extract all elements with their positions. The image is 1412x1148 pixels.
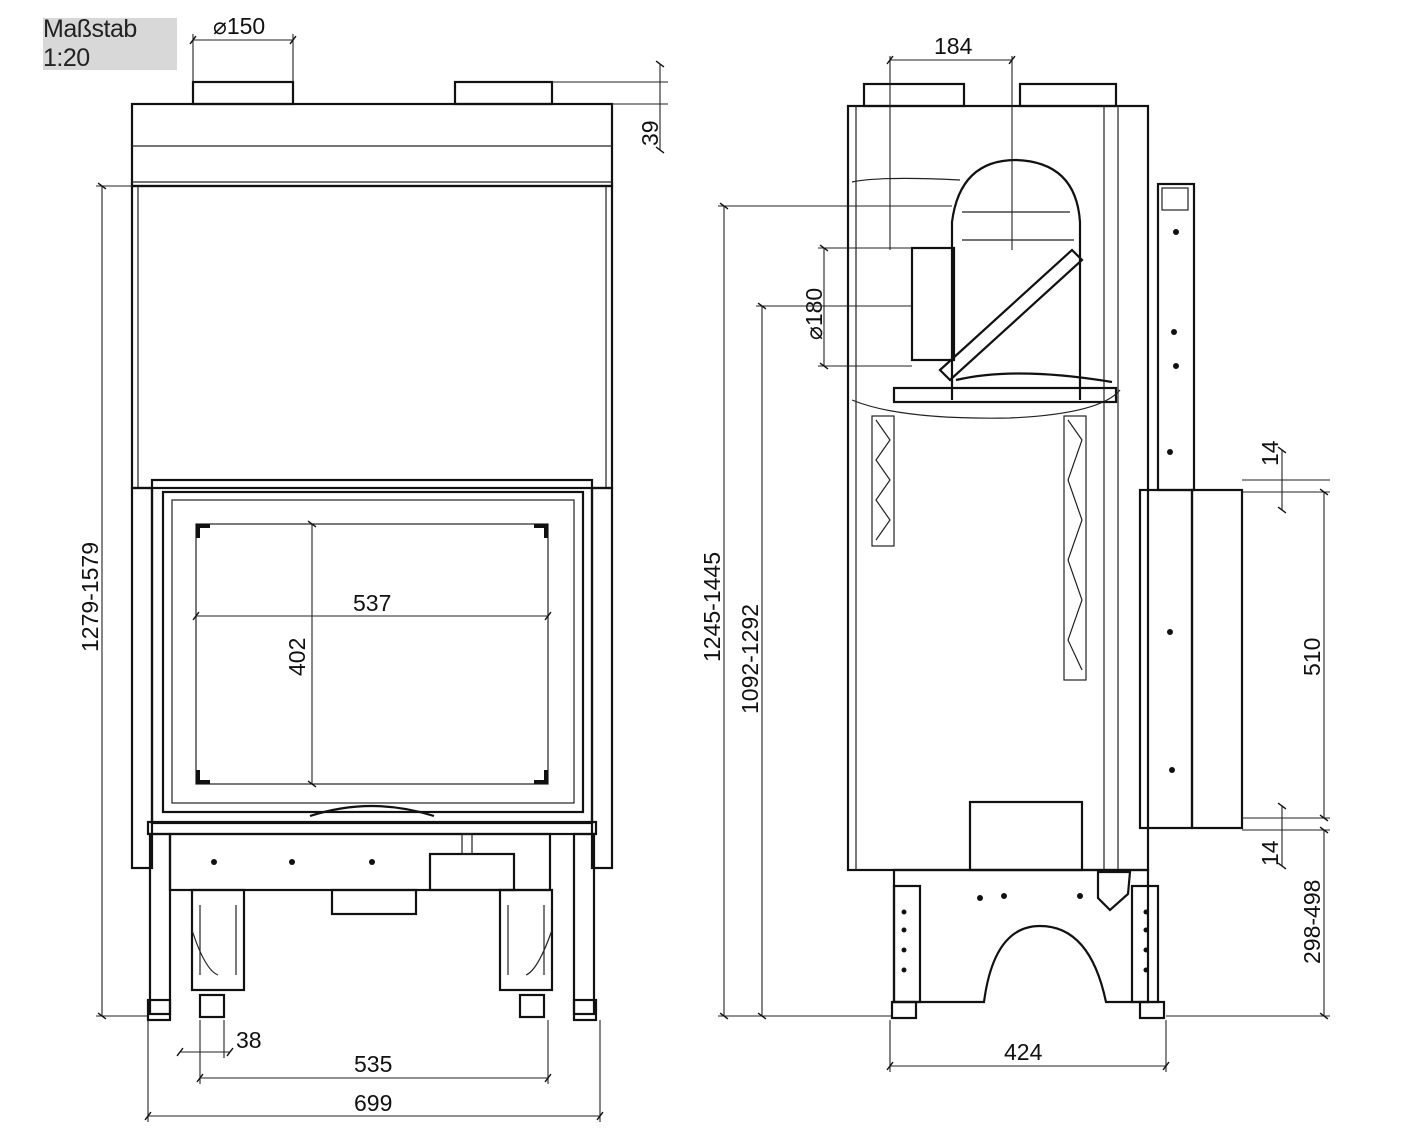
front-door-frame	[150, 478, 594, 825]
dim-glass-width: 537	[353, 590, 391, 616]
dim-base-height: 298-498	[1299, 880, 1325, 964]
dim-height-a: 1245-1445	[699, 552, 725, 662]
door-handle	[309, 804, 435, 818]
dim-glass-height: 402	[284, 638, 310, 676]
front-top-hood	[130, 102, 614, 188]
front-leg-left	[148, 832, 172, 1016]
front-leg-right	[572, 832, 596, 1016]
front-air-outlet	[453, 80, 554, 106]
dim-inner-width: 535	[354, 1051, 392, 1077]
dim-opening-height: 510	[1299, 638, 1325, 676]
dim-height-b: 1092-1292	[737, 604, 763, 714]
side-opening	[1190, 488, 1244, 830]
front-flue-outlet	[191, 80, 295, 106]
front-view: ⌀150 39 1279-1579 537 402 38 535 699	[77, 13, 668, 1122]
scale-label: Maßstab 1:20	[43, 15, 177, 72]
front-body	[130, 184, 614, 490]
dim-foot-spacing: 38	[236, 1027, 262, 1053]
dim-top-gap: 14	[1257, 440, 1283, 466]
dim-flue-diameter: ⌀150	[213, 13, 265, 39]
dim-flue-offset: 184	[934, 33, 973, 59]
dim-bottom-gap: 14	[1257, 840, 1283, 866]
side-body	[846, 104, 1150, 872]
dim-air-diameter: ⌀180	[801, 288, 827, 340]
side-base	[892, 868, 1150, 1004]
dim-total-width: 699	[354, 1090, 392, 1116]
front-glass	[171, 499, 575, 804]
side-chamber	[950, 158, 1082, 400]
side-view: 184 ⌀180 1245-1445 1092-1292 424 14 510 …	[699, 33, 1330, 1072]
dim-top-offset: 39	[637, 120, 663, 146]
dim-depth: 424	[1004, 1039, 1043, 1065]
dim-total-height: 1279-1579	[77, 542, 103, 652]
